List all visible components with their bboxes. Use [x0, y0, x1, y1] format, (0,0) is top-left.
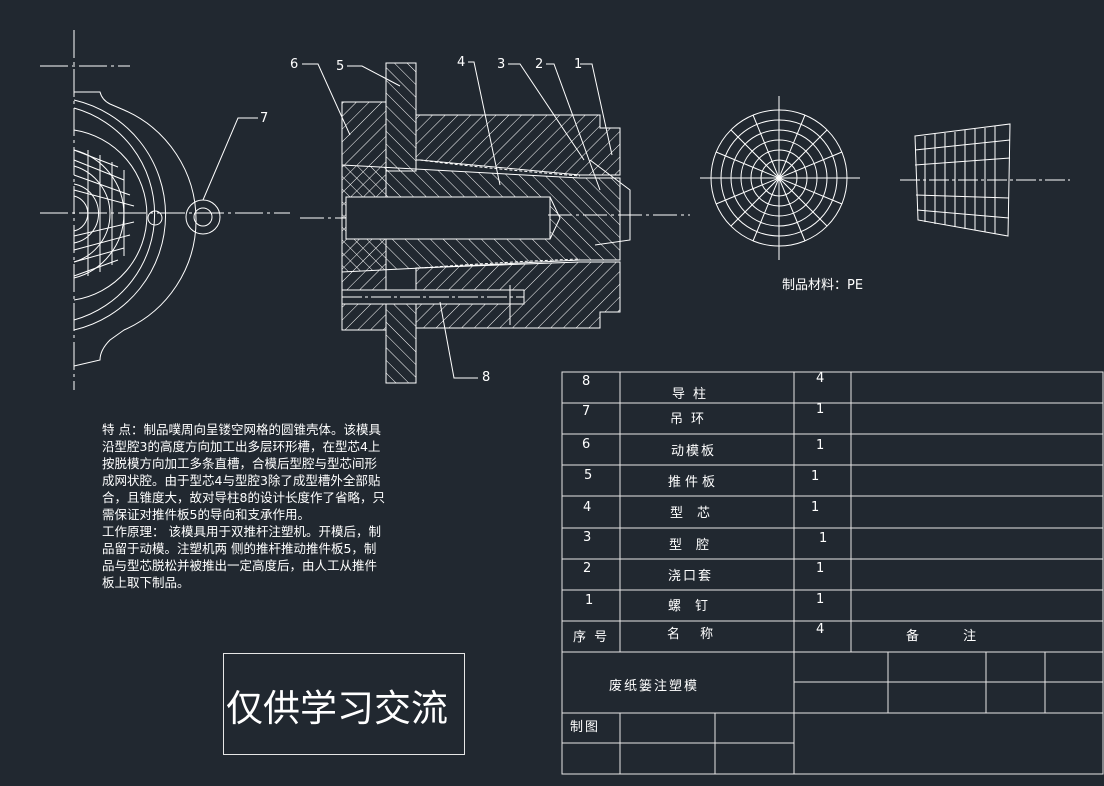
row-name: 推件板 — [668, 475, 720, 490]
material-label: 制品材料：PE — [782, 278, 864, 293]
watermark-text: 仅供学习交流 — [226, 687, 448, 730]
product-top-view — [700, 96, 860, 260]
section-view — [300, 62, 690, 384]
title-block-drawn-by: 制图 — [570, 720, 601, 735]
callout-3: 3 — [497, 57, 506, 72]
header-no: 序 号 — [573, 630, 610, 645]
callout-8: 8 — [482, 370, 491, 385]
row-no: 4 — [583, 500, 592, 515]
front-view — [40, 30, 290, 390]
row-no: 3 — [583, 530, 592, 545]
row-qty: 4 — [816, 371, 825, 386]
header-qty: 4 — [816, 622, 825, 637]
principle-text: 工作原理： 该模具用于双推杆注塑机。开模后，制品留于动模。注塑机两 侧的推杆推动… — [102, 524, 381, 590]
watermark-box: 仅供学习交流 — [223, 653, 465, 755]
header-name: 名 称 — [667, 627, 722, 642]
row-name: 型芯 — [670, 506, 725, 521]
callout-2: 2 — [535, 57, 544, 72]
callout-6: 6 — [290, 57, 299, 72]
row-name: 动模板 — [671, 444, 717, 459]
notes: 特 点：制品噗周向呈镂空网格的圆锥壳体。该模具沿型腔3的高度方向加工出多层环形槽… — [102, 421, 387, 591]
row-name: 螺钉 — [668, 599, 723, 614]
row-no: 7 — [582, 404, 591, 419]
row-qty: 1 — [811, 469, 820, 484]
product-side-view — [900, 123, 1070, 237]
callout-5: 5 — [336, 59, 345, 74]
callout-1: 1 — [574, 57, 583, 72]
row-qty: 1 — [819, 531, 828, 546]
row-name: 导柱 — [672, 387, 715, 402]
row-name: 型腔 — [669, 538, 724, 553]
title-block-title: 废纸篓注塑模 — [609, 679, 700, 694]
row-name: 浇口套 — [668, 569, 714, 584]
table-grid — [561, 371, 1104, 775]
header-remark: 备 注 — [906, 629, 977, 644]
row-no: 6 — [582, 437, 591, 452]
row-no: 8 — [582, 374, 591, 389]
row-qty: 1 — [816, 402, 825, 417]
row-no: 2 — [583, 561, 592, 576]
callout-4: 4 — [457, 55, 466, 70]
row-qty: 1 — [816, 592, 825, 607]
row-no: 5 — [584, 468, 593, 483]
row-no: 1 — [585, 593, 594, 608]
row-name: 吊环 — [670, 412, 713, 427]
features-text: 特 点：制品噗周向呈镂空网格的圆锥壳体。该模具沿型腔3的高度方向加工出多层环形槽… — [102, 422, 385, 522]
row-qty: 1 — [816, 561, 825, 576]
row-qty: 1 — [816, 438, 825, 453]
callout-leaders — [302, 61, 613, 379]
callout-7: 7 — [260, 111, 269, 126]
row-qty: 1 — [811, 500, 820, 515]
